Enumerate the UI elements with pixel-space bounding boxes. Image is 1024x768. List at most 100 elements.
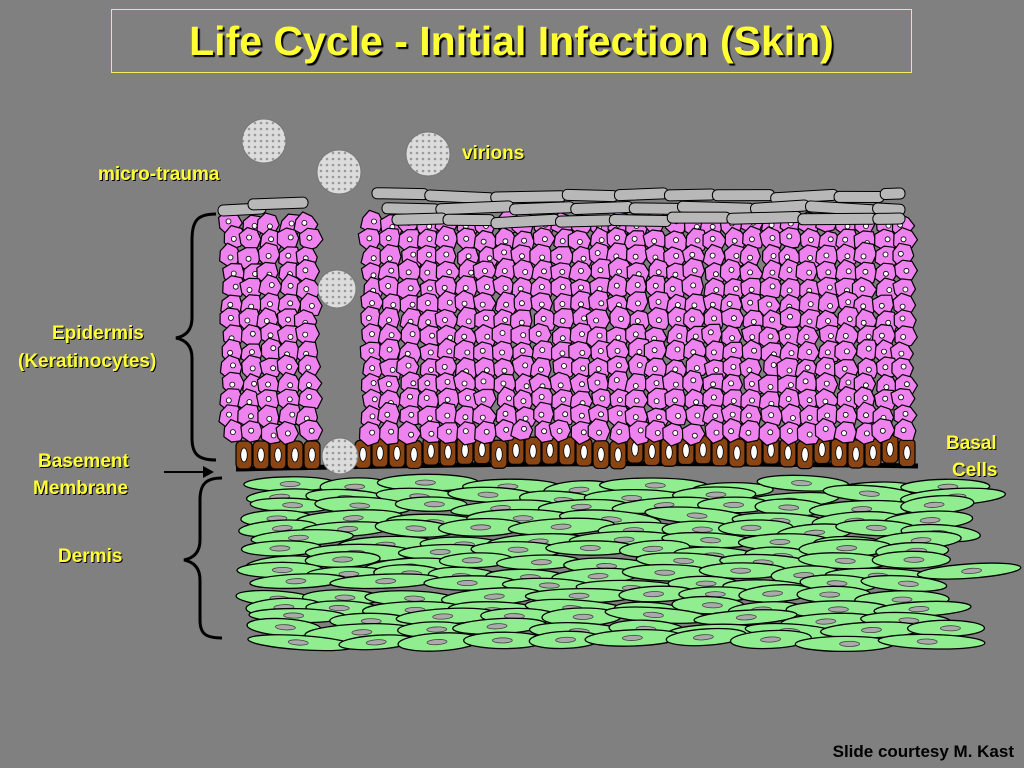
dermis-cell-nucleus bbox=[328, 605, 350, 612]
keratinocyte-nucleus bbox=[506, 395, 512, 402]
keratinocyte-nucleus bbox=[408, 411, 415, 418]
keratinocyte-nucleus bbox=[656, 414, 662, 421]
dermis-cell-nucleus bbox=[961, 567, 982, 575]
keratinocyte-nucleus bbox=[244, 317, 251, 324]
epidermis-layer bbox=[218, 209, 919, 447]
basal-cell bbox=[711, 437, 729, 467]
keratinocyte bbox=[456, 421, 479, 446]
keratinocyte-nucleus bbox=[502, 238, 509, 245]
keratinocyte-nucleus bbox=[423, 395, 430, 401]
dermis-cell-nucleus bbox=[287, 639, 309, 646]
keratinocyte-nucleus bbox=[598, 300, 605, 307]
keratinocyte bbox=[665, 403, 688, 426]
keratinocyte-nucleus bbox=[284, 430, 291, 437]
dermis-cell bbox=[693, 609, 798, 626]
keratinocyte-nucleus bbox=[825, 318, 831, 324]
keratinocyte bbox=[814, 356, 838, 379]
keratinocyte-nucleus bbox=[674, 346, 681, 353]
keratinocyte-nucleus bbox=[673, 252, 680, 259]
slide-title: Life Cycle - Initial Infection (Skin) bbox=[189, 17, 834, 64]
keratinocyte-nucleus bbox=[616, 268, 622, 275]
keratinocyte-nucleus bbox=[263, 318, 270, 324]
keratinocyte-nucleus bbox=[538, 301, 545, 308]
keratinocyte-nucleus bbox=[288, 220, 295, 227]
keratinocyte-nucleus bbox=[248, 349, 255, 356]
keratinocyte bbox=[276, 227, 300, 251]
keratinocyte-nucleus bbox=[388, 428, 395, 435]
virion bbox=[405, 131, 451, 177]
keratinocyte bbox=[664, 339, 689, 363]
keratinocyte-nucleus bbox=[270, 345, 277, 352]
dermis-cell-nucleus bbox=[275, 624, 296, 631]
keratinocyte-nucleus bbox=[424, 300, 431, 306]
squame bbox=[726, 210, 803, 225]
basal-cell bbox=[796, 440, 814, 470]
dermis-cell-nucleus bbox=[836, 545, 858, 552]
keratinocyte-nucleus bbox=[308, 427, 315, 434]
keratinocyte bbox=[396, 355, 420, 378]
keratinocyte-nucleus bbox=[270, 432, 277, 439]
basal-cell bbox=[252, 440, 270, 470]
keratinocyte bbox=[779, 306, 805, 329]
dermis-cell-nucleus bbox=[538, 582, 560, 589]
dermis-cell-nucleus bbox=[645, 482, 666, 489]
dermis-cell bbox=[871, 550, 951, 569]
dermis-cell bbox=[397, 632, 481, 652]
basal-cell bbox=[847, 439, 865, 469]
keratinocyte-nucleus bbox=[226, 411, 232, 418]
keratinocyte-nucleus bbox=[806, 431, 813, 438]
keratinocyte-nucleus bbox=[786, 367, 793, 374]
keratinocyte-nucleus bbox=[672, 397, 678, 404]
keratinocyte-nucleus bbox=[579, 349, 586, 356]
keratinocyte-nucleus bbox=[808, 236, 814, 243]
keratinocyte bbox=[298, 387, 323, 410]
keratinocyte-nucleus bbox=[579, 412, 585, 419]
keratinocyte-nucleus bbox=[767, 383, 774, 390]
dermis-cell-nucleus bbox=[819, 591, 841, 598]
keratinocyte-nucleus bbox=[442, 317, 448, 323]
keratinocyte-nucleus bbox=[578, 284, 584, 291]
keratinocyte-nucleus bbox=[748, 286, 755, 293]
keratinocyte-nucleus bbox=[844, 348, 850, 355]
keratinocyte-nucleus bbox=[651, 347, 658, 354]
keratinocyte-nucleus bbox=[694, 365, 700, 372]
dermis-cell bbox=[437, 518, 526, 537]
keratinocyte bbox=[833, 421, 858, 444]
keratinocyte-nucleus bbox=[302, 267, 309, 274]
dermis-cell-nucleus bbox=[740, 524, 762, 531]
keratinocyte-nucleus bbox=[426, 415, 433, 422]
keratinocyte-nucleus bbox=[824, 412, 831, 419]
keratinocyte bbox=[570, 290, 595, 314]
keratinocyte bbox=[779, 421, 804, 446]
keratinocyte-nucleus bbox=[246, 234, 253, 241]
dermis-cell-nucleus bbox=[334, 594, 356, 601]
keratinocyte bbox=[378, 419, 402, 446]
keratinocyte-nucleus bbox=[227, 254, 234, 261]
keratinocyte bbox=[777, 326, 803, 350]
keratinocyte-nucleus bbox=[578, 267, 584, 274]
keratinocyte-nucleus bbox=[580, 365, 586, 372]
dermis-cell-nucleus bbox=[282, 502, 303, 509]
keratinocyte-nucleus bbox=[841, 365, 848, 372]
basal-cell-nucleus bbox=[495, 446, 503, 462]
keratinocyte-nucleus bbox=[225, 218, 232, 225]
keratinocyte-nucleus bbox=[369, 413, 376, 420]
keratinocyte-nucleus bbox=[882, 251, 889, 258]
dermis-cell-nucleus bbox=[705, 491, 727, 498]
keratinocyte-nucleus bbox=[464, 349, 471, 356]
keratinocyte bbox=[399, 405, 424, 427]
keratinocyte-nucleus bbox=[770, 253, 777, 259]
keratinocyte-nucleus bbox=[538, 393, 545, 400]
keratinocyte-nucleus bbox=[806, 269, 813, 276]
keratinocyte-nucleus bbox=[408, 431, 415, 438]
keratinocyte-nucleus bbox=[541, 268, 547, 275]
basal-cell-nucleus bbox=[750, 444, 758, 460]
keratinocyte-nucleus bbox=[746, 367, 753, 374]
keratinocyte bbox=[854, 422, 878, 445]
dermis-cell bbox=[528, 630, 602, 650]
keratinocyte-nucleus bbox=[303, 286, 310, 293]
keratinocyte-nucleus bbox=[709, 223, 716, 230]
keratinocyte-nucleus bbox=[845, 395, 852, 402]
keratinocyte-nucleus bbox=[230, 362, 236, 369]
keratinocyte-nucleus bbox=[597, 348, 604, 354]
